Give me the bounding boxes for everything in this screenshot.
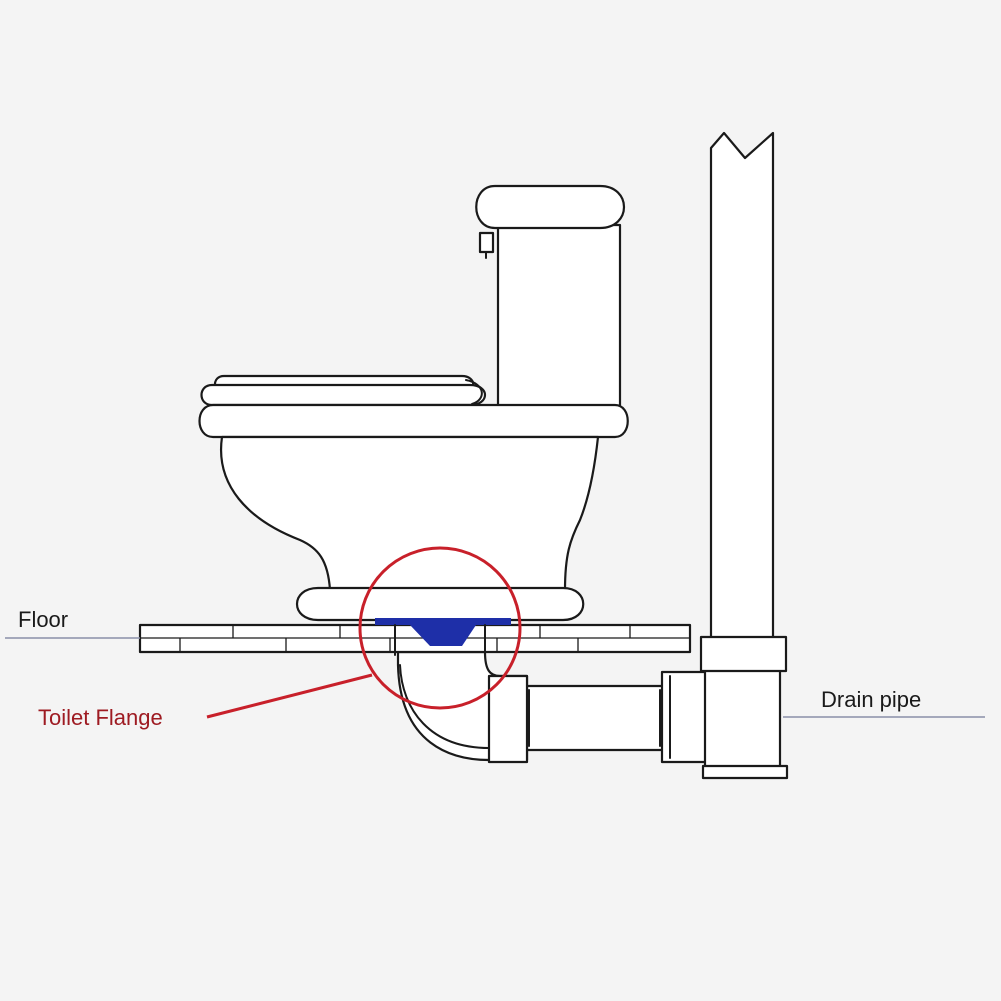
drain-pipe-label: Drain pipe — [821, 687, 921, 712]
tee-fitting — [699, 635, 789, 780]
toilet — [198, 184, 629, 622]
flange-cup — [410, 625, 476, 646]
toilet-flange — [375, 618, 511, 656]
horizontal-drain-pipe — [523, 684, 667, 752]
toilet-base — [295, 586, 585, 622]
flush-handle-icon — [478, 231, 495, 254]
toilet-flange-label: Toilet Flange — [38, 705, 163, 730]
flange-ring — [375, 618, 511, 625]
highlight-circle — [358, 546, 522, 710]
toilet-seat — [200, 383, 487, 407]
stack-pipe — [709, 131, 775, 642]
toilet-tank — [496, 223, 622, 412]
floor-label: Floor — [18, 607, 68, 632]
toilet-rim — [198, 403, 629, 439]
toilet-tank-lid — [475, 184, 625, 230]
toilet-flange-leader-line — [206, 673, 373, 719]
toilet-bowl — [219, 435, 600, 592]
coupling-fitting — [660, 670, 709, 764]
